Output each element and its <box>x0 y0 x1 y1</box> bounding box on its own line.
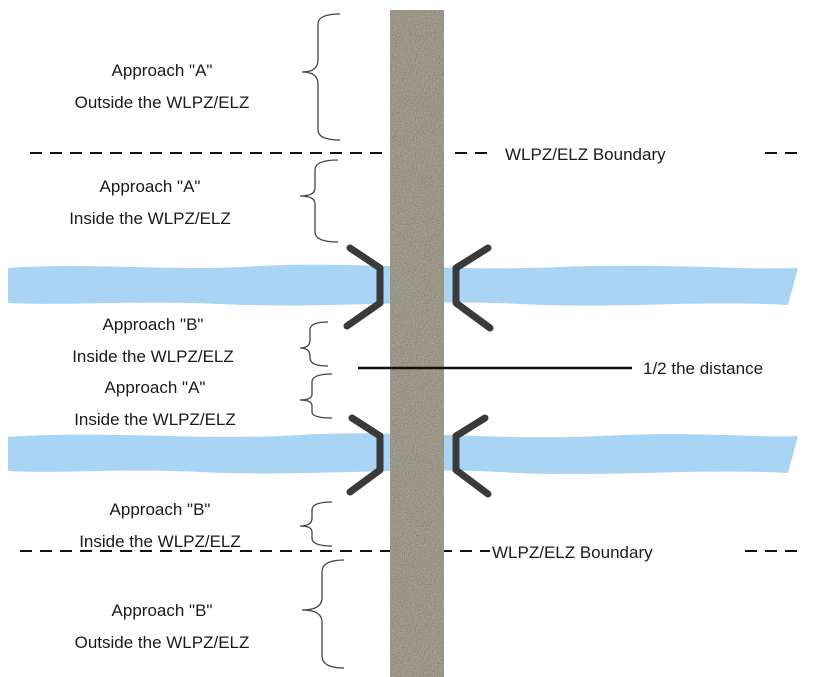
label-a-inside-top-line2: Inside the WLPZ/ELZ <box>69 209 231 228</box>
label-b-inside-mid-line1: Approach "B" <box>103 315 204 334</box>
brace-b-inside-mid <box>299 321 329 367</box>
label-boundary-bottom: WLPZ/ELZ Boundary <box>492 543 653 562</box>
label-b-outside-line2: Outside the WLPZ/ELZ <box>75 633 250 652</box>
label-a-outside-line2: Outside the WLPZ/ELZ <box>75 93 250 112</box>
brace-a-outside <box>301 13 341 141</box>
road <box>390 10 444 677</box>
label-boundary-top: WLPZ/ELZ Boundary <box>505 145 666 164</box>
culvert-lower <box>346 414 492 498</box>
culvert-upper <box>343 244 494 332</box>
label-b-inside-mid-line2: Inside the WLPZ/ELZ <box>72 347 234 366</box>
label-b-inside-bot-line2: Inside the WLPZ/ELZ <box>79 532 241 551</box>
label-b-inside-bot-line1: Approach "B" <box>110 500 211 519</box>
brace-b-outside <box>301 559 345 669</box>
label-b-outside-line1: Approach "B" <box>112 601 213 620</box>
brace-a-inside-mid <box>299 373 333 419</box>
label-a-inside-mid-line1: Approach "A" <box>105 378 206 397</box>
brace-a-inside-top <box>299 159 339 243</box>
label-a-inside-mid-line2: Inside the WLPZ/ELZ <box>74 410 236 429</box>
label-a-inside-top-line1: Approach "A" <box>100 177 201 196</box>
label-a-outside-line1: Approach "A" <box>112 61 213 80</box>
label-half-distance: 1/2 the distance <box>643 359 763 378</box>
brace-b-inside-bot <box>299 501 333 547</box>
